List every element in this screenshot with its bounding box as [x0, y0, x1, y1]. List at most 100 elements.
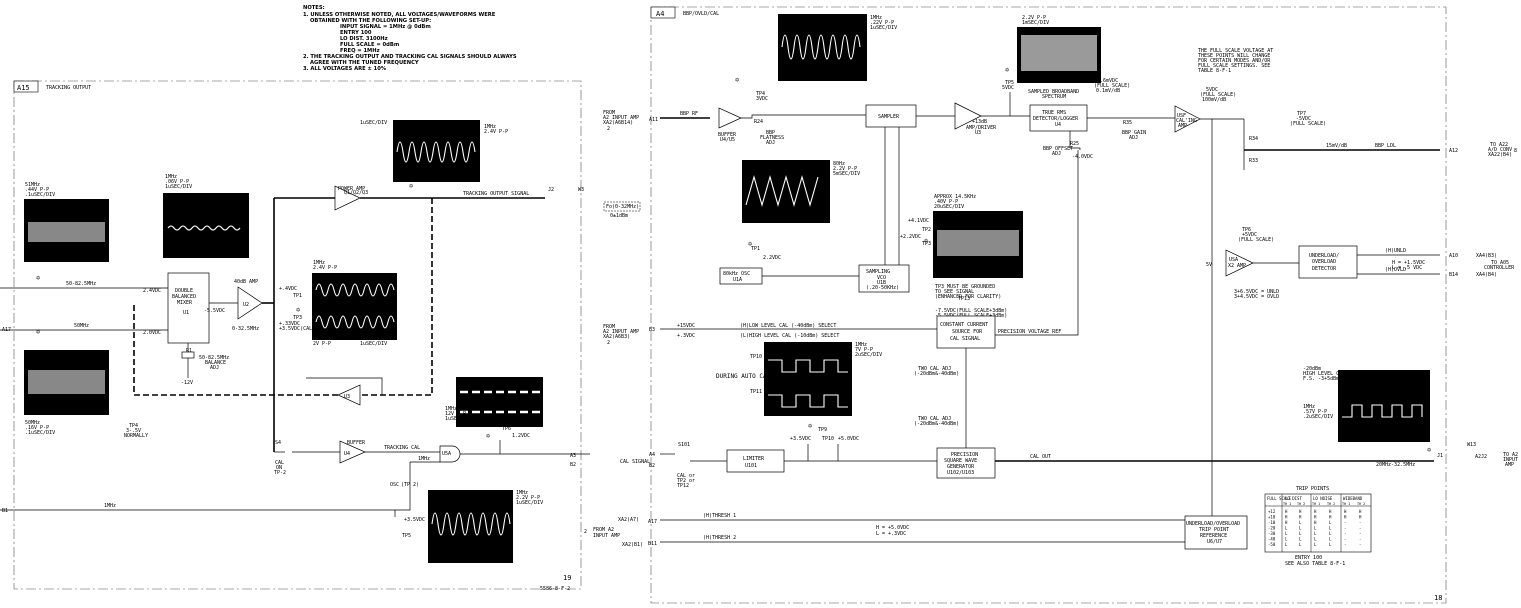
scope-trace-band — [937, 230, 1019, 256]
signal-label: (L)HIGH LEVEL CAL (-10dBm) SELECT — [740, 333, 839, 339]
voltage-label: +0.4VDC — [440, 177, 461, 183]
connector-label: J2 — [548, 187, 554, 193]
scope-trace — [431, 512, 511, 536]
dest-label: TO A05 — [1491, 260, 1509, 266]
dest-label: TO A22 — [1490, 142, 1508, 148]
pin-label: B1 — [2, 508, 8, 514]
scope-label: 1uSEC/DIV — [360, 120, 387, 126]
pin-label: B3 — [649, 327, 655, 333]
signal-label: (H)UNLD — [1385, 248, 1406, 254]
table-subheader: TH 2 — [1297, 502, 1305, 506]
wire — [1069, 131, 1081, 150]
block-label: TRUE RMS — [1042, 110, 1066, 116]
freq-label: 0-32.5MHz — [232, 326, 259, 332]
table-cell: - — [1344, 531, 1346, 536]
scope-label: .1uSEC/DIV — [25, 430, 55, 436]
scope-1mhz-12v: 1MHz 12V P-P 1uSEC/DIV — [445, 377, 543, 427]
note-line: 1. UNLESS OTHERWISE NOTED, ALL VOLTAGES/… — [303, 12, 496, 18]
source-label: XA2(B1) — [622, 542, 643, 548]
signal-label: TRACKING OUTPUT SIGNAL — [463, 191, 529, 197]
voltage-label: 5V — [1206, 262, 1212, 268]
scope-label: 1MHz — [165, 174, 177, 180]
table-header: WIDEBAND — [1343, 496, 1363, 501]
rms-detector-block — [1029, 104, 1088, 132]
source-label: FROM — [603, 324, 615, 330]
usa-x2-amp — [1225, 249, 1254, 277]
test-point-star-icon: ✡ — [735, 76, 739, 84]
table-cell: H — [1299, 509, 1302, 514]
scope-label: .44V P-P — [25, 187, 49, 193]
table-cell: L — [1329, 531, 1332, 536]
component-ref: R33 — [1249, 158, 1258, 164]
table-cell: L — [1329, 526, 1332, 531]
voltage-label: +5.0VDC — [838, 436, 859, 442]
test-point-label: TP5 — [402, 533, 411, 539]
test-point-label: TP11 — [750, 389, 762, 395]
component-label: BBP — [766, 130, 775, 136]
block-label: PRECISION — [951, 452, 978, 458]
scope-label: 1uSEC/DIV — [516, 500, 543, 506]
scope-14-5khz: APPROX 14.5KHz .40V P-P 20uSEC/DIV — [933, 194, 1023, 278]
scope-label: DURING AUTO CAL — [716, 373, 771, 380]
table-cell: L — [1329, 542, 1332, 547]
scope-trace — [315, 283, 395, 297]
component-label: ADJ — [210, 365, 219, 371]
scope-label: 1MHz — [313, 260, 325, 266]
connector-label: A2J2 — [1475, 454, 1487, 460]
dest-label: A/D CONV — [1488, 147, 1512, 153]
voltage-label: H = +1.5VDC — [1392, 260, 1425, 266]
scope-label: SAMPLED BROADBAND — [1028, 89, 1079, 95]
source-label: A2 INPUT AMP — [603, 329, 639, 335]
block-ref: U1B — [877, 280, 886, 286]
block-label: MIXER — [177, 300, 193, 306]
table-subheader: TH 1 — [1342, 502, 1350, 506]
table-cell: L — [1285, 542, 1288, 547]
table-cell: H — [1314, 515, 1317, 520]
scope-label: 1uSEC/DIV — [445, 416, 472, 422]
scope-trace-band — [28, 222, 105, 242]
scope-trace — [315, 315, 395, 329]
notes-block: NOTES: 1. UNLESS OTHERWISE NOTED, ALL VO… — [303, 5, 517, 72]
table-cell: L — [1314, 531, 1317, 536]
switch-label: CAL — [275, 460, 284, 466]
block-label: SAMPLER — [878, 114, 900, 120]
signal-label: TRACKING CAL — [384, 445, 420, 451]
block-label: LIMITER — [743, 456, 765, 462]
scope-screen — [163, 193, 249, 258]
voltage-label: NORMALLY — [124, 433, 148, 439]
scope-label: 5mSEC/DIV — [833, 171, 860, 177]
connector-label: J1 — [1437, 453, 1443, 459]
component-label: ADJ — [1129, 135, 1138, 141]
note-line: 2. THE TRACKING OUTPUT AND TRACKING CAL … — [303, 54, 517, 60]
signal-label: (H)THRESH 1 — [703, 513, 736, 519]
amp-driver-u3 — [954, 102, 982, 130]
dest-label: 8 — [1514, 148, 1517, 154]
scope-label: 2V P-P — [313, 341, 331, 347]
drawing-number: 5586-8-F-2 — [540, 586, 570, 592]
table-header: LO NOISE — [1313, 496, 1333, 501]
table-subheader: TH 2 — [1357, 502, 1365, 506]
scope-label: 1MHz — [1303, 404, 1315, 410]
table-cell: L — [1299, 537, 1302, 542]
block-label: GENERATOR — [947, 464, 975, 470]
scope-trace — [396, 141, 476, 163]
block-label: POWER AMP — [338, 186, 365, 192]
double-balanced-mixer — [167, 272, 210, 344]
freq-label: 1MHz — [104, 503, 116, 509]
signal-label: (H)LOW LEVEL CAL (-40dBm) SELECT — [740, 323, 836, 329]
connector-label: W13 — [1467, 442, 1476, 448]
component-label: BALANCE — [205, 360, 226, 366]
a4-tag-box — [650, 6, 676, 19]
signal-label: (H)THRESH 2 — [703, 535, 736, 541]
scope-trace-band — [28, 370, 105, 394]
table-cell: -40 — [1268, 537, 1276, 542]
block-label: AMP — [1178, 123, 1187, 129]
table-header: LO DIST — [1285, 496, 1302, 501]
scope-label: 1mSEC/DIV — [1022, 20, 1049, 26]
voltage-label: 5VDC — [1002, 85, 1014, 91]
scope-label: 1MHz — [313, 336, 325, 342]
test-point-star-icon: ✡ — [1427, 446, 1431, 454]
block-label: X2 AMP — [1228, 263, 1246, 269]
test-point-label: TP13 — [958, 296, 970, 302]
block-ref: U1A — [733, 277, 742, 283]
